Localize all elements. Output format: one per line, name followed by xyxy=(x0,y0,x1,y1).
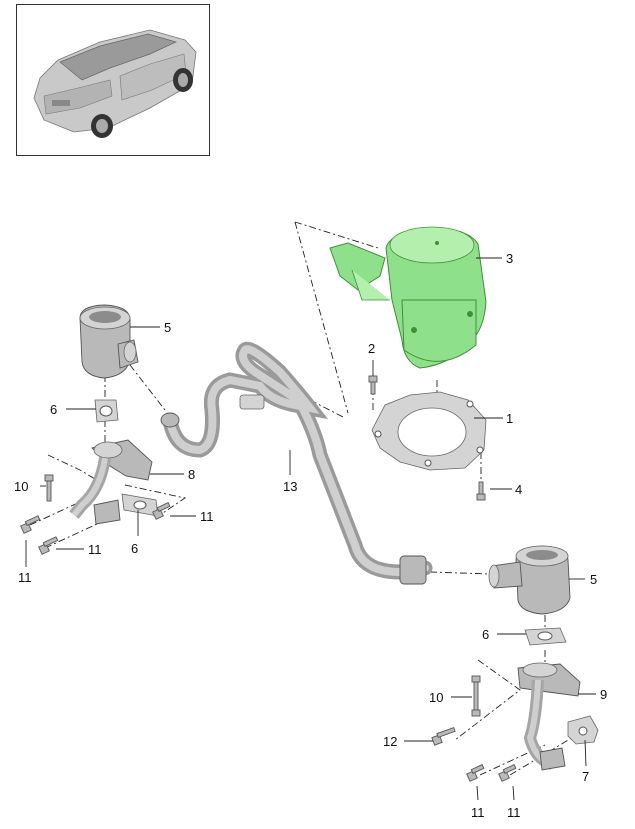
callout-13: 13 xyxy=(283,479,297,494)
callout-11-right-b: 11 xyxy=(507,805,521,820)
callout-4: 4 xyxy=(515,482,522,497)
pipe-part-9[interactable] xyxy=(517,662,581,771)
leader-lines xyxy=(25,257,596,801)
callout-7: 7 xyxy=(582,769,589,784)
bolt-part-2[interactable] xyxy=(368,375,378,395)
bolt-part-11-left-a[interactable] xyxy=(20,515,41,534)
gasket-part-6-upper[interactable] xyxy=(94,399,119,423)
callout-5-lower: 5 xyxy=(590,572,597,587)
bolt-part-11-left-c[interactable] xyxy=(152,502,171,520)
vacuum-pump-part-3[interactable] xyxy=(329,226,487,369)
callout-2: 2 xyxy=(368,341,375,356)
callout-labels: 3 1 2 4 5 6 8 10 6 11 11 11 13 5 6 9 10 … xyxy=(14,251,607,820)
gasket-part-6-right[interactable] xyxy=(524,627,567,646)
valve-part-5-lower[interactable] xyxy=(488,545,571,615)
gasket-plate-part-1[interactable] xyxy=(371,391,487,471)
callout-11-left-b: 11 xyxy=(88,542,102,557)
air-hose-part-13[interactable] xyxy=(160,341,433,585)
bolt-part-11-left-b[interactable] xyxy=(38,536,59,555)
callout-10-right: 10 xyxy=(429,690,443,705)
callout-11-right-a: 11 xyxy=(471,805,485,820)
callout-6-right: 6 xyxy=(482,627,489,642)
callout-3: 3 xyxy=(506,251,513,266)
assembly-lines xyxy=(29,221,586,776)
gasket-part-7[interactable] xyxy=(567,715,599,745)
callout-12: 12 xyxy=(383,734,397,749)
callout-8: 8 xyxy=(188,467,195,482)
bolt-part-11-right-b[interactable] xyxy=(498,764,517,782)
callout-9: 9 xyxy=(600,687,607,702)
valve-part-5-upper[interactable] xyxy=(79,304,139,379)
bolt-part-12[interactable] xyxy=(431,726,456,746)
callout-11-left-a: 11 xyxy=(18,570,32,585)
callout-5-upper: 5 xyxy=(164,320,171,335)
callout-1: 1 xyxy=(506,411,513,426)
bolt-part-10-right[interactable] xyxy=(471,675,481,717)
bolt-part-10-left[interactable] xyxy=(44,474,54,502)
callout-6-left: 6 xyxy=(131,541,138,556)
pipe-part-8[interactable] xyxy=(69,439,153,525)
bolt-part-4[interactable] xyxy=(476,481,486,501)
callout-11-left-c: 11 xyxy=(200,509,214,524)
callout-10-left: 10 xyxy=(14,479,28,494)
callout-6-upper: 6 xyxy=(50,402,57,417)
vehicle-thumbnail xyxy=(16,4,210,156)
bolt-part-11-right-a[interactable] xyxy=(466,764,485,782)
